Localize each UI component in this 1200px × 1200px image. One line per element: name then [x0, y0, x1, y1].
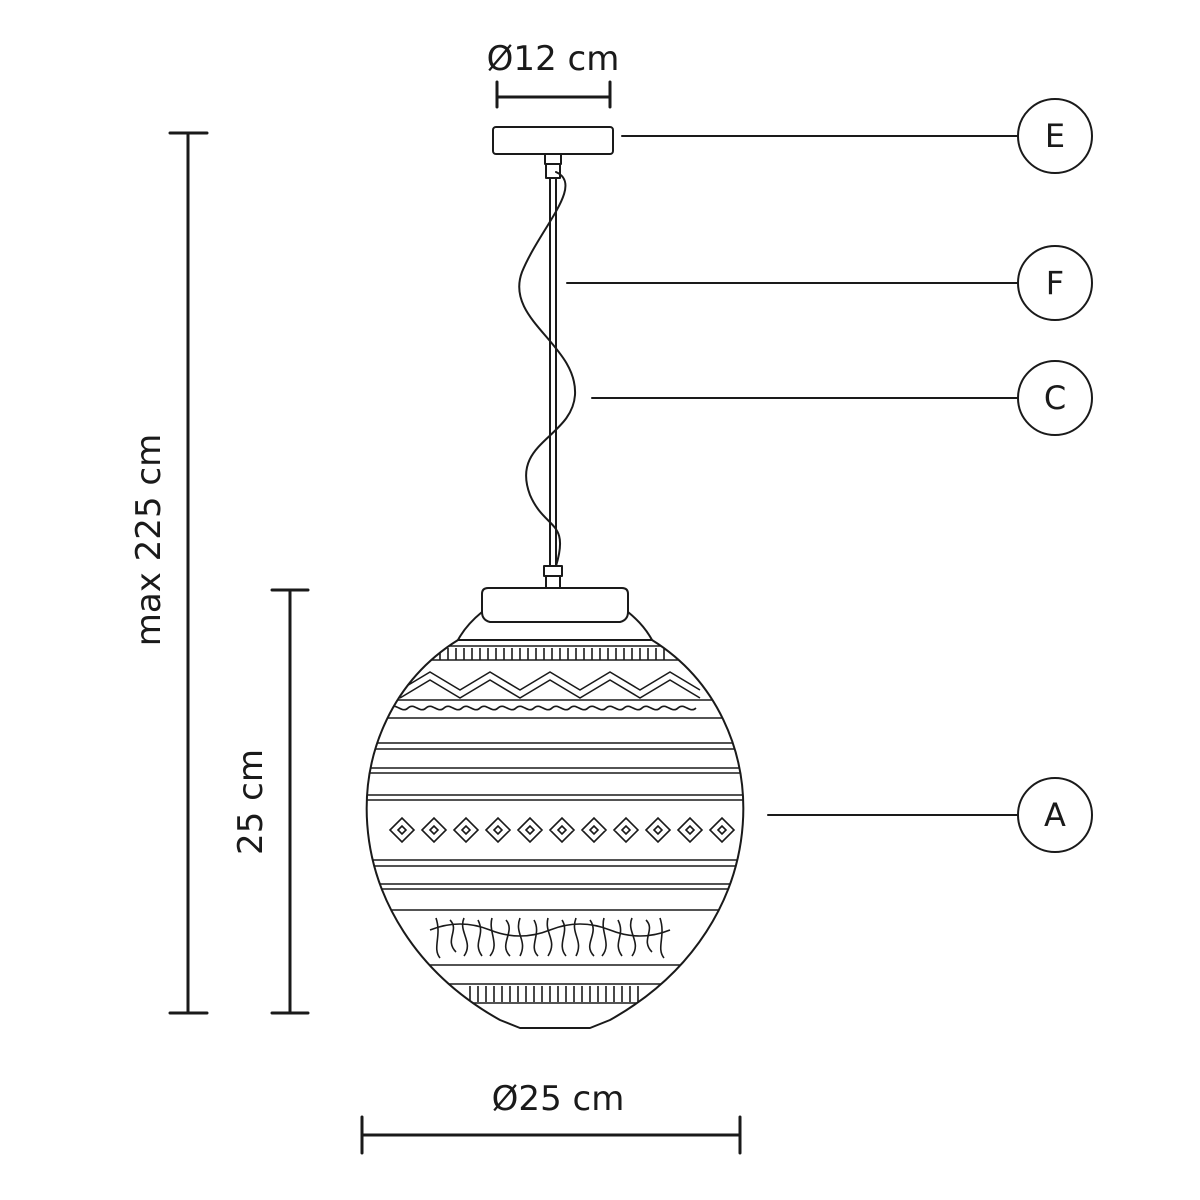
- bottom-diameter-label: Ø25 cm: [492, 1079, 625, 1119]
- shade-fitting: [457, 565, 653, 641]
- power-cord: [518, 171, 577, 567]
- callout-e-label: E: [1045, 117, 1065, 155]
- callout-c-label: C: [1044, 379, 1066, 417]
- callout-e: E: [621, 98, 1093, 174]
- callout-c: C: [591, 360, 1093, 436]
- total-height-label: max 225 cm: [129, 434, 169, 646]
- callout-f-label: F: [1046, 264, 1064, 302]
- shade-height-dimension: 25 cm: [231, 588, 310, 1015]
- bottom-diameter-dimension: Ø25 cm: [360, 1079, 742, 1155]
- lamp-shade: [365, 639, 745, 1029]
- top-diameter-dimension: Ø12 cm: [487, 39, 620, 109]
- top-diameter-label: Ø12 cm: [487, 39, 620, 79]
- total-height-dimension: max 225 cm: [129, 131, 209, 1015]
- callout-a-label: A: [1044, 796, 1066, 834]
- ceiling-canopy: [492, 126, 614, 179]
- callout-a: A: [767, 777, 1093, 853]
- shade-pattern: [366, 645, 744, 1004]
- shade-height-label: 25 cm: [231, 749, 271, 855]
- suspension-cable: [549, 177, 557, 567]
- callout-f: F: [566, 245, 1093, 321]
